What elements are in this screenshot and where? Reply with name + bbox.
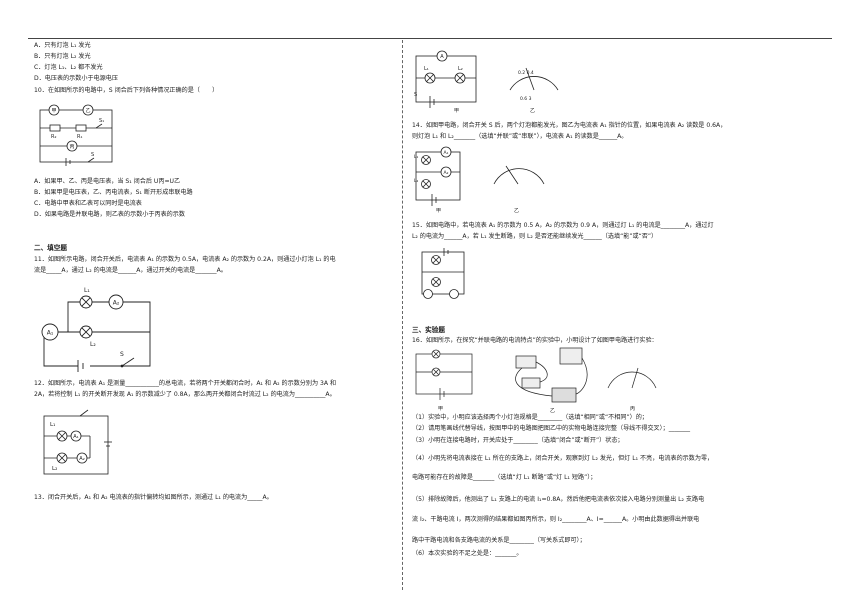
header-rule [28, 38, 832, 39]
q10-option-a: A．如果甲、乙、丙是电压表，当 S₁ 闭合后 U丙=U乙 [34, 178, 181, 185]
q9-option-a: A．只有灯泡 L₁ 发光 [34, 42, 91, 49]
q12-label-l2: L₂ [52, 466, 57, 472]
q10-label-s: S [91, 152, 94, 158]
section-2-title: 二、填空题 [34, 244, 67, 252]
q11-meter-a2: A₂ [113, 300, 120, 307]
q16-label-jia: 甲 [438, 406, 443, 412]
q16-sub-3: （3）小明在连接电路时，开关应处于________（选填“闭合”或“断开”）状态… [412, 437, 624, 444]
q9-option-c: C．灯泡 L₁、L₂ 都不发光 [34, 64, 103, 71]
q16-sub-4a: （4）小明先将电流表接在 L₁ 所在的支路上，闭合开关，观察到灯 L₂ 发光，但… [412, 455, 714, 462]
q16-sub-1: （1）实验中，小明应该选择两个小灯泡规格是________（选填“相同”或“不相… [412, 414, 648, 421]
q16-sub-5a: （5）排除故障后，他测出了 L₁ 支路上的电流 I₁=0.8A，然后他把电流表依… [412, 496, 705, 503]
q14-label-l2: L₂ [414, 178, 419, 184]
q10-option-c: C．电路中甲表和乙表可以同时是电流表 [34, 200, 142, 207]
q10-meter-bing: 丙 [69, 144, 74, 150]
q16-stem: 16．如图所示，在探究“并联电路的电流特点”的实验中，小明设计了如图甲电路进行实… [412, 337, 658, 344]
q11-label-l1: L₁ [84, 287, 90, 294]
q13-scale-bottom: 0.6 3 [520, 96, 532, 102]
q16-label-bing: 丙 [630, 406, 635, 412]
q14-meter-a1: A₁ [444, 150, 449, 156]
q10-meter-jia: 甲 [51, 108, 56, 114]
q11-line-2: 流是_____A，通过 L₂ 的电流是______A，通过开关的电流是_____… [34, 267, 227, 274]
q13-stem: 13．闭合开关后，A₁ 和 A₂ 电流表的指针偏转均如图所示，测通过 L₁ 的电… [34, 494, 273, 501]
q13-scale-top: 0.2 0.4 [518, 70, 534, 76]
q14-label-jia: 甲 [436, 208, 441, 214]
q12-line-1: 12．如图所示，电流表 A₁ 是测量___________的总电流，若将两个开关… [34, 380, 337, 387]
q16-figures: 甲 乙 丙 [415, 347, 657, 414]
q11-line-1: 11．如图所示电路，闭合开关后，电流表 A₁ 的示数为 0.5A，电流表 A₂ … [34, 256, 336, 263]
q16-sub-5b: 流 I₂、干路电流 I，两次测得的结果都如图丙所示，则 I₂________A、… [412, 516, 700, 523]
q9-option-d: D．电压表的示数小于电源电压 [34, 75, 118, 82]
q13-label-l2: L₂ [458, 66, 463, 72]
q12-meter-a1: A₁ [73, 434, 78, 440]
q11-label-s: S [120, 351, 124, 358]
q13-meter-a: A [440, 54, 444, 60]
q11-circuit-diagram: L₁ L₂ A₁ A₂ S [41, 287, 151, 372]
q10-stem: 10．在如图所示的电路中，S 闭合后下列各种情况正确的是（ ） [34, 87, 219, 94]
q10-option-b: B．如果甲是电压表，乙、丙电流表，S₁ 断开形成串联电路 [34, 189, 193, 196]
q13-label-l1: L₁ [424, 66, 429, 72]
q15-circuit-diagram [421, 248, 465, 299]
q14-line-2: 则灯泡 L₁ 和 L₂_______（选填“并联”或“串联”），电流表 A₁ 的… [412, 133, 628, 140]
q12-line-2: 2A，若将控制 L₁ 的开关断开发现 A₁ 的示数减少了 0.8A，那么两开关都… [34, 391, 336, 398]
q11-meter-a1: A₁ [47, 330, 54, 337]
q14-label-yi: 乙 [514, 207, 519, 214]
q16-sub-5c: 路中干路电流和各支路电流的关系是________（写关系式即可）； [412, 537, 586, 544]
q10-label-r2: R₂ [51, 134, 56, 140]
q13-figure: A L₁ L₂ S 甲 0.2 0.4 0.6 3 乙 [414, 50, 559, 114]
q10-label-r1: R₁ [77, 134, 82, 140]
column-divider [402, 40, 403, 590]
q12-circuit-diagram: L₁ L₂ A₁ A₂ [43, 409, 112, 475]
q16-sub-6: （6）本次实验的不足之处是：_______。 [412, 550, 523, 557]
q16-label-yi: 乙 [550, 407, 555, 414]
q11-label-l2: L₂ [90, 341, 96, 348]
q14-meter-a2: A₂ [444, 170, 449, 176]
q13-label-yi: 乙 [530, 107, 535, 114]
q10-meter-yi: 乙 [85, 107, 90, 114]
q13-label-s: S [414, 92, 417, 98]
q16-sub-4b: 电路可能存在的故障是_______（选填“灯 L₁ 断路”或“灯 L₁ 短路”）… [412, 474, 597, 481]
q12-meter-a2: A₂ [79, 456, 84, 462]
q9-option-b: B．只有灯泡 L₂ 发光 [34, 53, 91, 60]
q14-line-1: 14．如图甲电路，闭合开关 S 后，两个灯泡都能发光，图乙为电流表 A₁ 指针的… [412, 122, 727, 129]
q10-label-s1: S₁ [99, 118, 104, 124]
q10-circuit-diagram: 甲 乙 丙 R₂ R₁ S₁ S [39, 104, 113, 166]
q15-line-2: L₂ 的电流为______A，若 L₁ 发生断路，则 L₂ 是否还能继续发光__… [412, 233, 658, 240]
q14-figure: A₁ A₂ L₁ L₂ 甲 乙 [414, 146, 545, 214]
q14-label-l1: L₁ [414, 154, 419, 160]
q15-line-1: 15．如图电路中，若电流表 A₁ 的示数为 0.5 A，A₂ 的示数为 0.9 … [412, 222, 714, 229]
q10-option-d: D．如果电路是并联电路，则乙表的示数小于丙表的示数 [34, 211, 185, 218]
q12-label-l1: L₁ [50, 422, 55, 428]
section-3-title: 三、实验题 [412, 326, 445, 334]
q13-label-jia: 甲 [454, 108, 459, 114]
q16-sub-2: （2）请用笔画线代替导线，按图甲中的电路图把图乙中的实物电路连接完整（导线不得交… [412, 425, 691, 432]
